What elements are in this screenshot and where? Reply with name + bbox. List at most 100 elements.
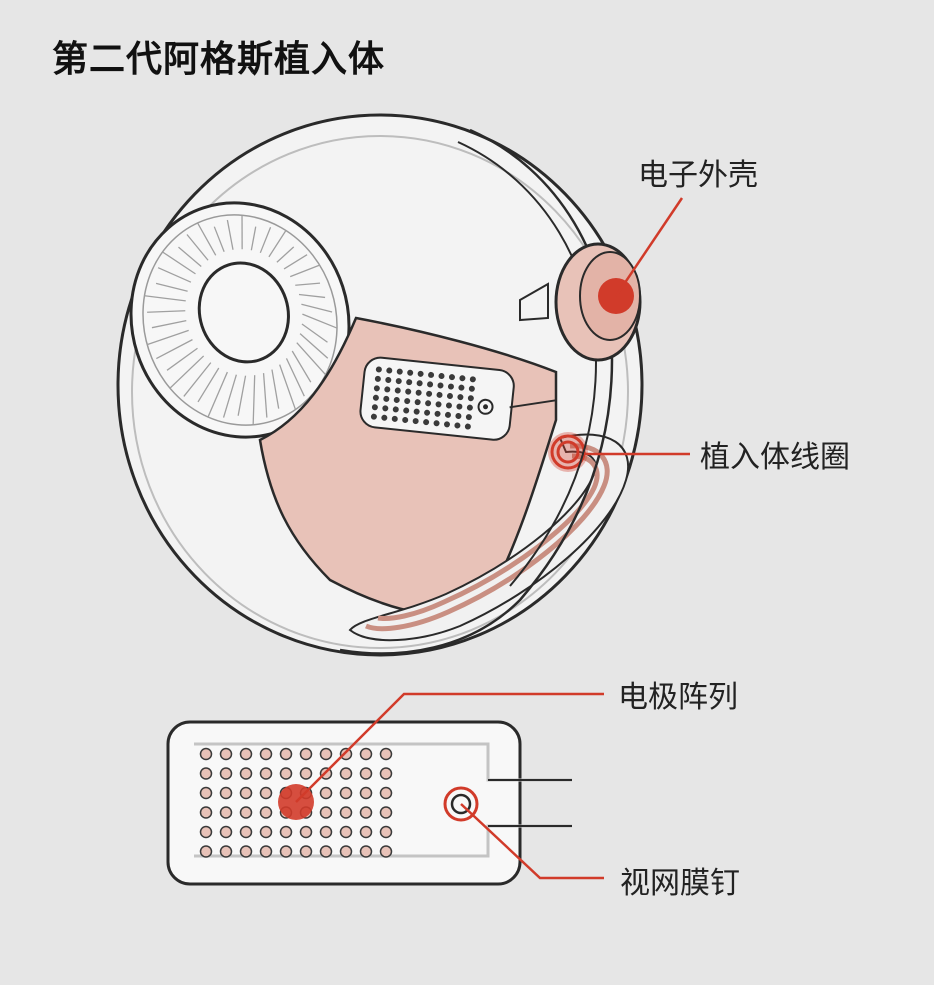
electrode-dot (199, 767, 213, 780)
retina-electrode-dot (459, 375, 466, 382)
retina-electrode-dot (433, 420, 440, 427)
electrode-dot (319, 786, 333, 800)
label-retinal-tack: 视网膜钉 (620, 866, 740, 901)
retina-electrode-dot (435, 401, 442, 408)
retina-electrode-dot (386, 367, 393, 374)
electrode-dot (199, 786, 213, 800)
retina-electrode-dot (447, 383, 454, 390)
electrode-array-panel (166, 720, 572, 886)
electrode-dot (219, 825, 233, 839)
retina-electrode-dot (402, 416, 409, 423)
electrode-dot (259, 767, 273, 780)
electrode-dot (339, 825, 353, 839)
retina-electrode-dot (448, 374, 455, 381)
diagram-title: 第二代阿格斯植入体 (52, 39, 386, 80)
electrode-dot (199, 845, 213, 858)
electrode-dot (319, 845, 333, 858)
retina-electrode-dot (405, 388, 412, 395)
retina-electrode-dot (446, 393, 453, 400)
electrode-dot (199, 825, 213, 839)
electrode-dot (299, 825, 313, 839)
retina-electrode-dot (468, 385, 475, 392)
electrode-dot (239, 786, 253, 800)
retina-electrode-dot (371, 404, 378, 411)
retina-electrode-dot (412, 418, 419, 425)
electrode-dot (259, 806, 273, 819)
leader-tack (460, 803, 604, 880)
retina-electrode-array (359, 356, 557, 441)
retina-electrode-dot (455, 413, 462, 420)
retina-electrode-dot (404, 398, 411, 405)
electrode-dot (319, 825, 333, 839)
retina-electrode-dot (424, 409, 431, 416)
electrode-dot (339, 845, 353, 858)
electrode-dot (379, 825, 393, 839)
retina-electrode-dot (375, 366, 382, 373)
electrode-dot (339, 747, 353, 761)
retina-electrode-dot (413, 408, 420, 415)
retina-electrode-dot (425, 400, 432, 407)
electrode-dot (299, 767, 313, 780)
retina-electrode-dot (458, 384, 465, 391)
electronics-case (554, 242, 642, 362)
electrode-dot (279, 747, 293, 761)
electrode-dot (239, 845, 253, 858)
electrode-dot (359, 747, 373, 761)
electrode-dot (359, 845, 373, 858)
electrode-dot (239, 806, 253, 819)
label-implant-coil: 植入体线圈 (700, 440, 850, 475)
retina-electrode-dot (394, 387, 401, 394)
retina-electrode-dot (465, 414, 472, 421)
electrode-dot (339, 786, 353, 800)
retina-electrode-dot (403, 407, 410, 414)
electrode-dot (299, 845, 313, 858)
retina-electrode-dot (372, 394, 379, 401)
leader-shell (614, 197, 684, 297)
retina-electrode-dot (384, 386, 391, 393)
electrode-dot (259, 825, 273, 839)
electrode-dot (279, 767, 293, 780)
electrode-dot (199, 806, 213, 819)
electrode-dot (379, 806, 393, 819)
electrode-dot (319, 806, 333, 819)
label-electronics-case: 电子外壳 (638, 158, 758, 193)
retina-electrode-dot (385, 376, 392, 383)
retina-electrode-dot (434, 410, 441, 417)
retina-electrode-dot (438, 373, 445, 380)
scleral-band (339, 128, 614, 655)
retina-electrode-dot (370, 413, 377, 420)
electrode-dot (239, 747, 253, 761)
retina-electrode-dot (467, 395, 474, 402)
retina-electrode-dot (396, 368, 403, 375)
electrode-dot (339, 767, 353, 780)
electrode-dot (359, 825, 373, 839)
electrode-dot (359, 806, 373, 819)
retina-electrode-dot (457, 394, 464, 401)
electrode-dot (279, 825, 293, 839)
electrode-dot (219, 806, 233, 819)
retina-electrode-dot (391, 415, 398, 422)
retina-electrode-dot (427, 381, 434, 388)
retina-electrode-dot (456, 403, 463, 410)
electrode-dot (259, 845, 273, 858)
retina-electrode-dot (393, 396, 400, 403)
retina-electrode-dot (444, 411, 451, 418)
retina-electrode-dot (469, 376, 476, 383)
retina-electrode-dot (374, 375, 381, 382)
retina-electrode-dot (445, 402, 452, 409)
retina-electrode-dot (443, 421, 450, 428)
electrode-dot (379, 767, 393, 780)
electrode-dot (299, 747, 313, 761)
retina-electrode-dot (383, 395, 390, 402)
electrode-dot (219, 845, 233, 858)
retina-electrode-dot (407, 369, 414, 376)
retina-electrode-dot (423, 419, 430, 426)
retina-electrode-dot (437, 382, 444, 389)
retina-electrode-dot (373, 385, 380, 392)
retina-electrode-dot (428, 371, 435, 378)
retina-electrode-dot (415, 389, 422, 396)
retina-electrode-dot (382, 405, 389, 412)
electrode-dot (359, 786, 373, 800)
retina-electrode-dot (395, 378, 402, 385)
